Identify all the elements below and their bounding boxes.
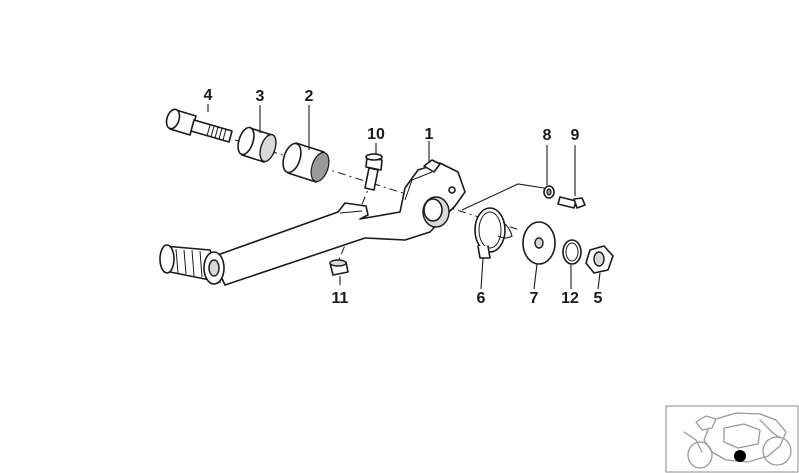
part-8-washer <box>543 185 555 199</box>
callout-1: 1 <box>425 126 434 143</box>
callout-5: 5 <box>594 290 603 307</box>
callout-8: 8 <box>543 127 552 144</box>
callout-3: 3 <box>256 88 265 105</box>
callout-10: 10 <box>367 126 385 143</box>
part-10-screw <box>364 153 383 191</box>
part-1-shift-lever <box>159 159 466 286</box>
leader-lines <box>207 104 601 290</box>
location-marker-icon <box>734 450 746 462</box>
screw-axis <box>337 179 373 263</box>
motorcycle-thumbnail-icon <box>665 405 799 473</box>
callout-6: 6 <box>477 290 486 307</box>
leader-axis-8 <box>461 183 545 211</box>
callout-11: 11 <box>332 290 349 307</box>
callout-2: 2 <box>305 88 314 105</box>
part-9-bolt <box>557 196 586 209</box>
callout-9: 9 <box>571 127 580 144</box>
part-7-washer <box>522 221 556 265</box>
part-11-nut <box>329 259 349 276</box>
part-4-bolt <box>165 108 233 143</box>
assembly-axis <box>234 139 521 231</box>
part-6-spring <box>474 207 513 259</box>
callout-4: 4 <box>204 87 213 104</box>
part-3-sleeve <box>237 126 277 163</box>
callout-7: 7 <box>530 290 539 307</box>
part-5-nut <box>585 245 614 274</box>
part-12-ring <box>562 239 582 265</box>
part-2-bushing <box>282 142 330 183</box>
callout-12: 12 <box>561 290 579 307</box>
